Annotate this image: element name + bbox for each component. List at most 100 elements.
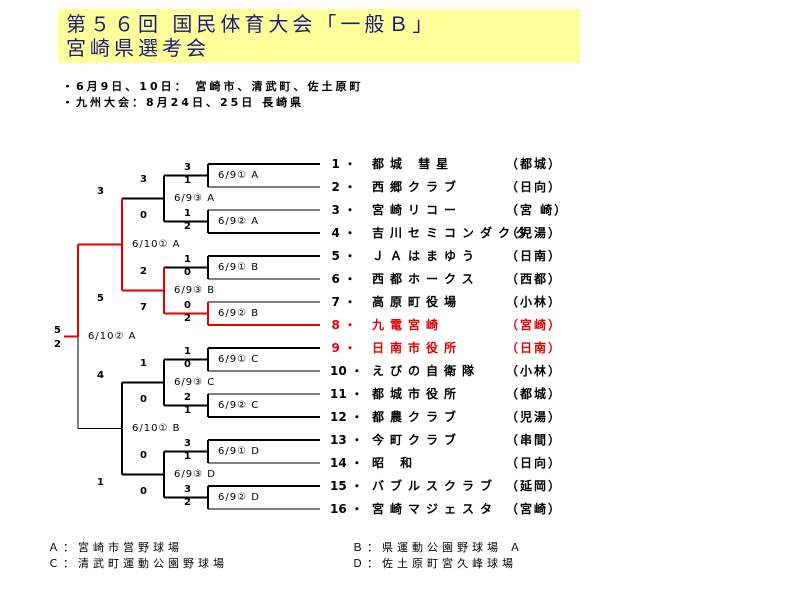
- team-row: 1 ・ 都城 彗星 （都城）: [330, 155, 630, 173]
- team-name: 吉川セミコンダクタ: [372, 226, 534, 240]
- score-label: 0: [140, 485, 147, 497]
- score-label: 5: [97, 292, 104, 304]
- score-label: 1: [97, 476, 104, 488]
- team-row: 16 ・宮崎マジェスタ （宮崎）: [330, 500, 630, 518]
- score-label: 1: [184, 208, 191, 219]
- score-label: 5: [54, 324, 61, 336]
- score-label: 4: [97, 369, 104, 381]
- team-row: 5 ・ ＪＡはまゆう （日南）: [330, 247, 630, 265]
- score-label: 2: [184, 221, 191, 232]
- page-title: 第５６回 国民体育大会「一般Ｂ」: [66, 12, 437, 36]
- team-region: （宮崎）: [506, 502, 563, 516]
- team-region: （西都）: [506, 272, 563, 286]
- team-name: 九電宮崎: [372, 318, 445, 332]
- team-region: （都城）: [506, 157, 563, 171]
- score-label: 1: [184, 451, 191, 462]
- team-region: （児湯）: [506, 410, 563, 424]
- score-label: 7: [140, 301, 147, 313]
- match-label: 6/9② D: [218, 491, 260, 503]
- team-name: 宮崎リコー: [372, 203, 463, 217]
- team-region: （日南）: [506, 249, 563, 263]
- score-label: 1: [184, 175, 191, 186]
- score-label: 1: [184, 346, 191, 357]
- team-number: 14 ・: [330, 456, 363, 470]
- page-subtitle: 宮崎県選考会: [66, 36, 210, 60]
- match-label: 6/9② B: [218, 307, 260, 319]
- team-number: 15 ・: [330, 479, 363, 493]
- team-number: 4 ・: [331, 226, 356, 240]
- team-name: 西郷クラブ: [372, 180, 463, 194]
- team-number: 1 ・: [331, 157, 356, 171]
- team-region: （日南）: [506, 341, 563, 355]
- team-number: 10 ・: [330, 364, 363, 378]
- match-label: 6/9① A: [218, 169, 260, 181]
- team-name: 宮崎マジェスタ: [372, 502, 499, 516]
- score-label: 2: [184, 497, 191, 508]
- score-label: 1: [140, 357, 147, 369]
- match-label: 6/9① B: [218, 261, 260, 273]
- team-region: （日向）: [506, 180, 563, 194]
- venue-b: Ｂ：県運動公園野球場 Ａ: [352, 541, 525, 554]
- team-name: えびの自衛隊: [372, 364, 481, 378]
- team-name: 今町クラブ: [372, 433, 463, 447]
- score-label: 0: [184, 359, 191, 370]
- team-row: 10 ・えびの自衛隊（小林）: [330, 362, 630, 380]
- schedule-line-1: ・6月9日、10日： 宮崎市、清武町、佐土原町: [62, 80, 364, 93]
- team-row: 8 ・九電宮崎（宮崎）: [330, 316, 630, 334]
- team-row: 15 ・バブルスクラブ （延岡）: [330, 477, 630, 495]
- match-label: 6/9② A: [218, 215, 260, 227]
- score-label: 3: [97, 185, 104, 197]
- score-label: 2: [140, 265, 147, 277]
- team-region: （宮 崎）: [506, 203, 569, 217]
- team-number: 16 ・: [330, 502, 363, 516]
- team-region: （延岡）: [506, 479, 563, 493]
- match-label: 6/9③ B: [174, 284, 216, 296]
- team-region: （児湯）: [506, 226, 563, 240]
- team-name: ＪＡはまゆう: [372, 249, 481, 263]
- team-row: 3 ・宮崎リコー（宮 崎）: [330, 201, 630, 219]
- team-region: （日向）: [506, 456, 563, 470]
- score-label: 0: [140, 449, 147, 461]
- score-label: 3: [140, 173, 147, 185]
- team-number: 7 ・: [331, 295, 356, 309]
- venue-d: Ｄ：佐土原町宮久峰球場: [352, 557, 517, 570]
- team-row: 13 ・今町クラブ （串間）: [330, 431, 630, 449]
- score-label: 0: [184, 300, 191, 311]
- team-name: 都城 彗星: [372, 157, 455, 171]
- team-region: （串間）: [506, 433, 563, 447]
- title-box: 第５６回 国民体育大会「一般Ｂ」 宮崎県選考会: [58, 9, 580, 63]
- team-number: 12 ・: [330, 410, 363, 424]
- score-label: 2: [184, 313, 191, 324]
- team-name: バブルスクラブ: [372, 479, 499, 493]
- score-label: 3: [184, 438, 191, 449]
- score-label: 3: [184, 162, 191, 173]
- score-label: 2: [184, 392, 191, 403]
- match-label: 6/10② A: [88, 330, 137, 342]
- team-number: 9 ・: [331, 341, 356, 355]
- team-name: 昭 和: [372, 456, 419, 470]
- match-label: 6/9① C: [218, 353, 260, 365]
- score-label: 1: [184, 405, 191, 416]
- team-row: 7 ・高原町役場（小林）: [330, 293, 630, 311]
- match-label: 6/10① B: [132, 422, 181, 434]
- team-region: （都城）: [506, 387, 563, 401]
- score-label: 0: [140, 209, 147, 221]
- score-label: 3: [184, 484, 191, 495]
- score-label: 1: [184, 254, 191, 265]
- match-label: 6/9③ C: [174, 376, 216, 388]
- team-number: 6 ・: [331, 272, 356, 286]
- team-name: 高原町役場: [372, 295, 463, 309]
- score-label: 0: [140, 393, 147, 405]
- venue-a: Ａ：宮崎市営野球場: [48, 541, 183, 554]
- team-row: 6 ・西都ホークス（西都）: [330, 270, 630, 288]
- match-label: 6/9③ A: [174, 192, 216, 204]
- team-number: 5 ・: [331, 249, 356, 263]
- team-name: 日南市役所: [372, 341, 463, 355]
- team-number: 13 ・: [330, 433, 363, 447]
- team-row: 14 ・昭 和 （日向）: [330, 454, 630, 472]
- team-number: 8 ・: [331, 318, 356, 332]
- team-row: 12 ・都農クラブ（児湯）: [330, 408, 630, 426]
- venue-c: Ｃ：清武町運動公園野球場: [48, 557, 228, 570]
- schedule-line-2: ・九州大会：8月24日、25日 長崎県: [62, 96, 305, 109]
